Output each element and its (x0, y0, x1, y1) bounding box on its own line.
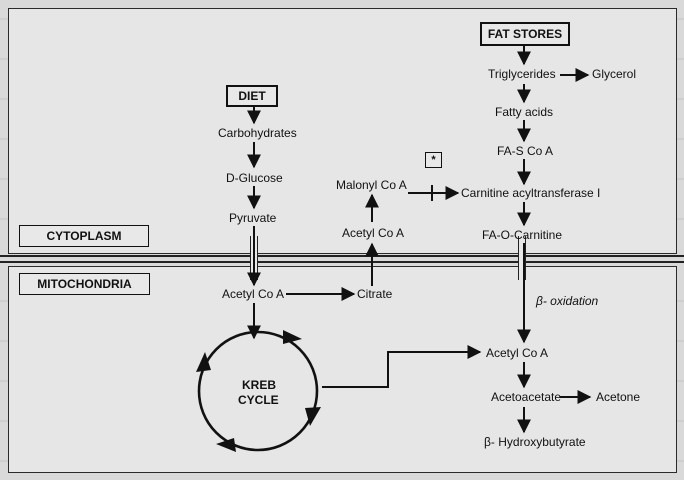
node-acetoacetate: Acetoacetate (491, 390, 562, 404)
kreb-arrowhead-left (196, 352, 211, 372)
kreb-arrowhead-top (283, 330, 302, 344)
node-carnitine-acyltransferase: Carnitine acyltransferase I (461, 186, 601, 200)
mitochondria-label: MITOCHONDRIA (19, 273, 150, 295)
kreb-arrowhead-bottom (216, 438, 236, 452)
node-acetyl-coa-cyto: Acetyl Co A (342, 226, 405, 240)
node-beta-oxidation: β- oxidation (536, 294, 599, 308)
cytoplasm-panel (8, 8, 677, 254)
carnitine-channel (518, 236, 526, 280)
diet-box: DIET (226, 85, 278, 107)
kreb-label: KREB (242, 378, 277, 392)
node-triglycerides: Triglycerides (488, 67, 556, 81)
node-acetone: Acetone (596, 390, 641, 404)
node-fa-o-carnitine: FA-O-Carnitine (482, 228, 563, 242)
node-fatty-acids: Fatty acids (495, 105, 554, 119)
kreb-cycle-ring (197, 330, 319, 452)
node-hydroxybutyrate: β- Hydroxybutyrate (484, 435, 586, 449)
membrane-outer (0, 255, 684, 257)
membrane-inner (0, 261, 684, 263)
node-acetyl-coa-mito: Acetyl Co A (222, 287, 285, 301)
asterisk-marker: * (425, 152, 442, 168)
node-carbohydrates: Carbohydrates (218, 126, 297, 140)
node-pyruvate: Pyruvate (229, 211, 277, 225)
cycle-label: CYCLE (238, 393, 279, 407)
node-fa-s-coa: FA-S Co A (497, 144, 554, 158)
node-citrate: Citrate (357, 287, 393, 301)
node-glycerol: Glycerol (592, 67, 637, 81)
kreb-arrowhead-right (305, 407, 321, 426)
node-acetyl-coa-beta: Acetyl Co A (486, 346, 549, 360)
arrow-kreb-acetylcoa (322, 345, 482, 388)
node-d-glucose: D-Glucose (226, 171, 283, 185)
node-malonyl-coa: Malonyl Co A (336, 178, 407, 192)
cytoplasm-label: CYTOPLASM (19, 225, 149, 247)
fat-stores-box: FAT STORES (480, 22, 570, 46)
